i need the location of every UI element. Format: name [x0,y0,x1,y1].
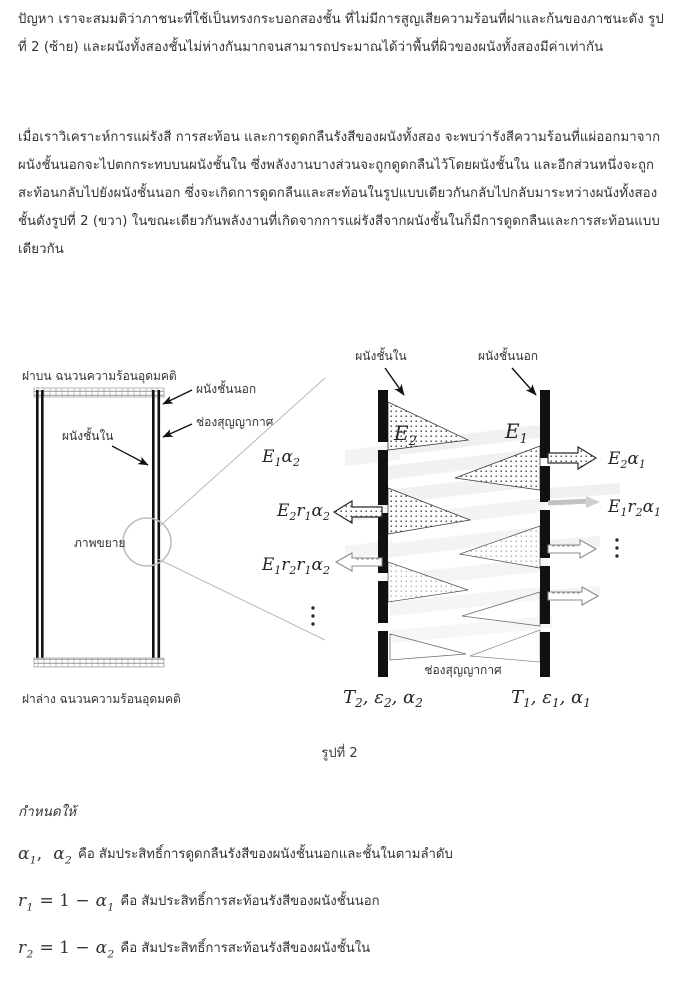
inner-wall-pointer-arrow [384,367,405,396]
r2-equation-operator: = 1 − [39,938,90,959]
dotted-flux-wedges [387,401,541,663]
definition-row-r2: r2= 1 −α2 คือ สัมประสิทธิ์การสะท้อนรังสีข… [18,938,666,961]
right-vertical-ellipsis [615,538,619,558]
flux-label-right-2: E1r2α1 [607,497,661,519]
r1-symbol: r1 [18,891,34,914]
magnifier-leader-top [159,377,326,527]
r1-rhs-symbol: α1 [95,891,115,914]
definition-r2-text: คือ สัมประสิทธิ์การสะท้อนรังสีของผนังชั้… [120,941,371,957]
left-wall-properties: T2, ε2, α2 [343,687,423,710]
paragraph-1-text: ปัญหา เราจะสมมติว่าภาชนะที่ใช้เป็นทรงกระ… [18,12,664,55]
top-lid [33,387,165,398]
left-vacuum-gap-label: ช่องสุญญากาศ [196,415,274,430]
definition-row-r1: r1= 1 −α1 คือ สัมประสิทธิ์การสะท้อนรังสีข… [18,891,666,914]
figure-2-illustration: ฝาบน ฉนวนความร้อนอุดมคติ ฝาล่าง ฉนวนความ… [0,340,679,770]
left-inner-wall-label: ผนังชั้นใน [62,427,114,443]
flux-label-left-2: E2r1α2 [276,501,330,523]
flux-label-left-3: E1r2r1α2 [261,555,330,577]
right-vacuum-gap-label: ช่องสุญญากาศ [424,663,502,678]
outer-wall-bar [540,390,550,677]
right-inner-wall-label: ผนังชั้นใน [355,347,407,363]
r1-equation-operator: = 1 − [39,891,90,912]
inner-wall-callout-arrow [111,445,149,466]
flux-label-right-1: E2α1 [607,449,646,471]
magnifier-leader-bottom [157,558,326,641]
figure-caption: รูปที่ 2 [0,742,679,763]
top-lid-label: ฝาบน ฉนวนความร้อนอุดมคติ [22,369,177,384]
magnifier-circle [122,517,172,567]
flux-arrows [332,445,600,606]
paragraph-problem-statement: ปัญหา เราจะสมมติว่าภาชนะที่ใช้เป็นทรงกระ… [18,6,666,62]
outer-wall-pointer-arrow [511,367,537,396]
bottom-lid-label: ฝาล่าง ฉนวนความร้อนอุดมคติ [22,692,181,707]
emission-label-E1: E1 [504,419,528,447]
outer-wall-callout-arrow [162,389,193,405]
definitions-heading: กำหนดให้ [18,804,77,820]
definition-r1-text: คือ สัมประสิทธิ์การสะท้อนรังสีของผนังชั้… [120,894,380,910]
bottom-lid [33,657,165,668]
left-panel-container-diagram: ฝาบน ฉนวนความร้อนอุดมคติ ฝาล่าง ฉนวนความ… [22,369,326,707]
alpha-2-symbol: α2 [53,844,72,867]
inner-wall-bar [378,390,388,677]
right-wall-properties: T1, ε1, α1 [511,687,591,710]
left-outer-wall-label: ผนังชั้นนอก [196,380,256,396]
r2-symbol: r2 [18,938,34,961]
container-walls [36,390,161,666]
magnify-label: ภาพขยาย [74,536,126,550]
paragraph-analysis: เมื่อเราวิเคราะห์การแผ่รังสี การสะท้อน แ… [18,124,666,264]
definition-alpha-text: คือ สัมประสิทธิ์การดูดกลืนรังสีของผนังชั… [78,847,453,862]
flux-label-left-1: E1α2 [261,447,300,469]
right-panel-radiation-diagram: ผนังชั้นใน ผนังชั้นนอก [261,347,661,710]
alpha-1-symbol: α1 [18,844,37,867]
vacuum-gap-callout-arrow [162,423,193,438]
paragraph-2-text: เมื่อเราวิเคราะห์การแผ่รังสี การสะท้อน แ… [18,130,661,257]
right-outer-wall-label: ผนังชั้นนอก [478,347,538,363]
r2-rhs-symbol: α2 [95,938,115,961]
figure-caption-text: รูปที่ 2 [321,746,358,761]
left-vertical-ellipsis [311,606,315,626]
